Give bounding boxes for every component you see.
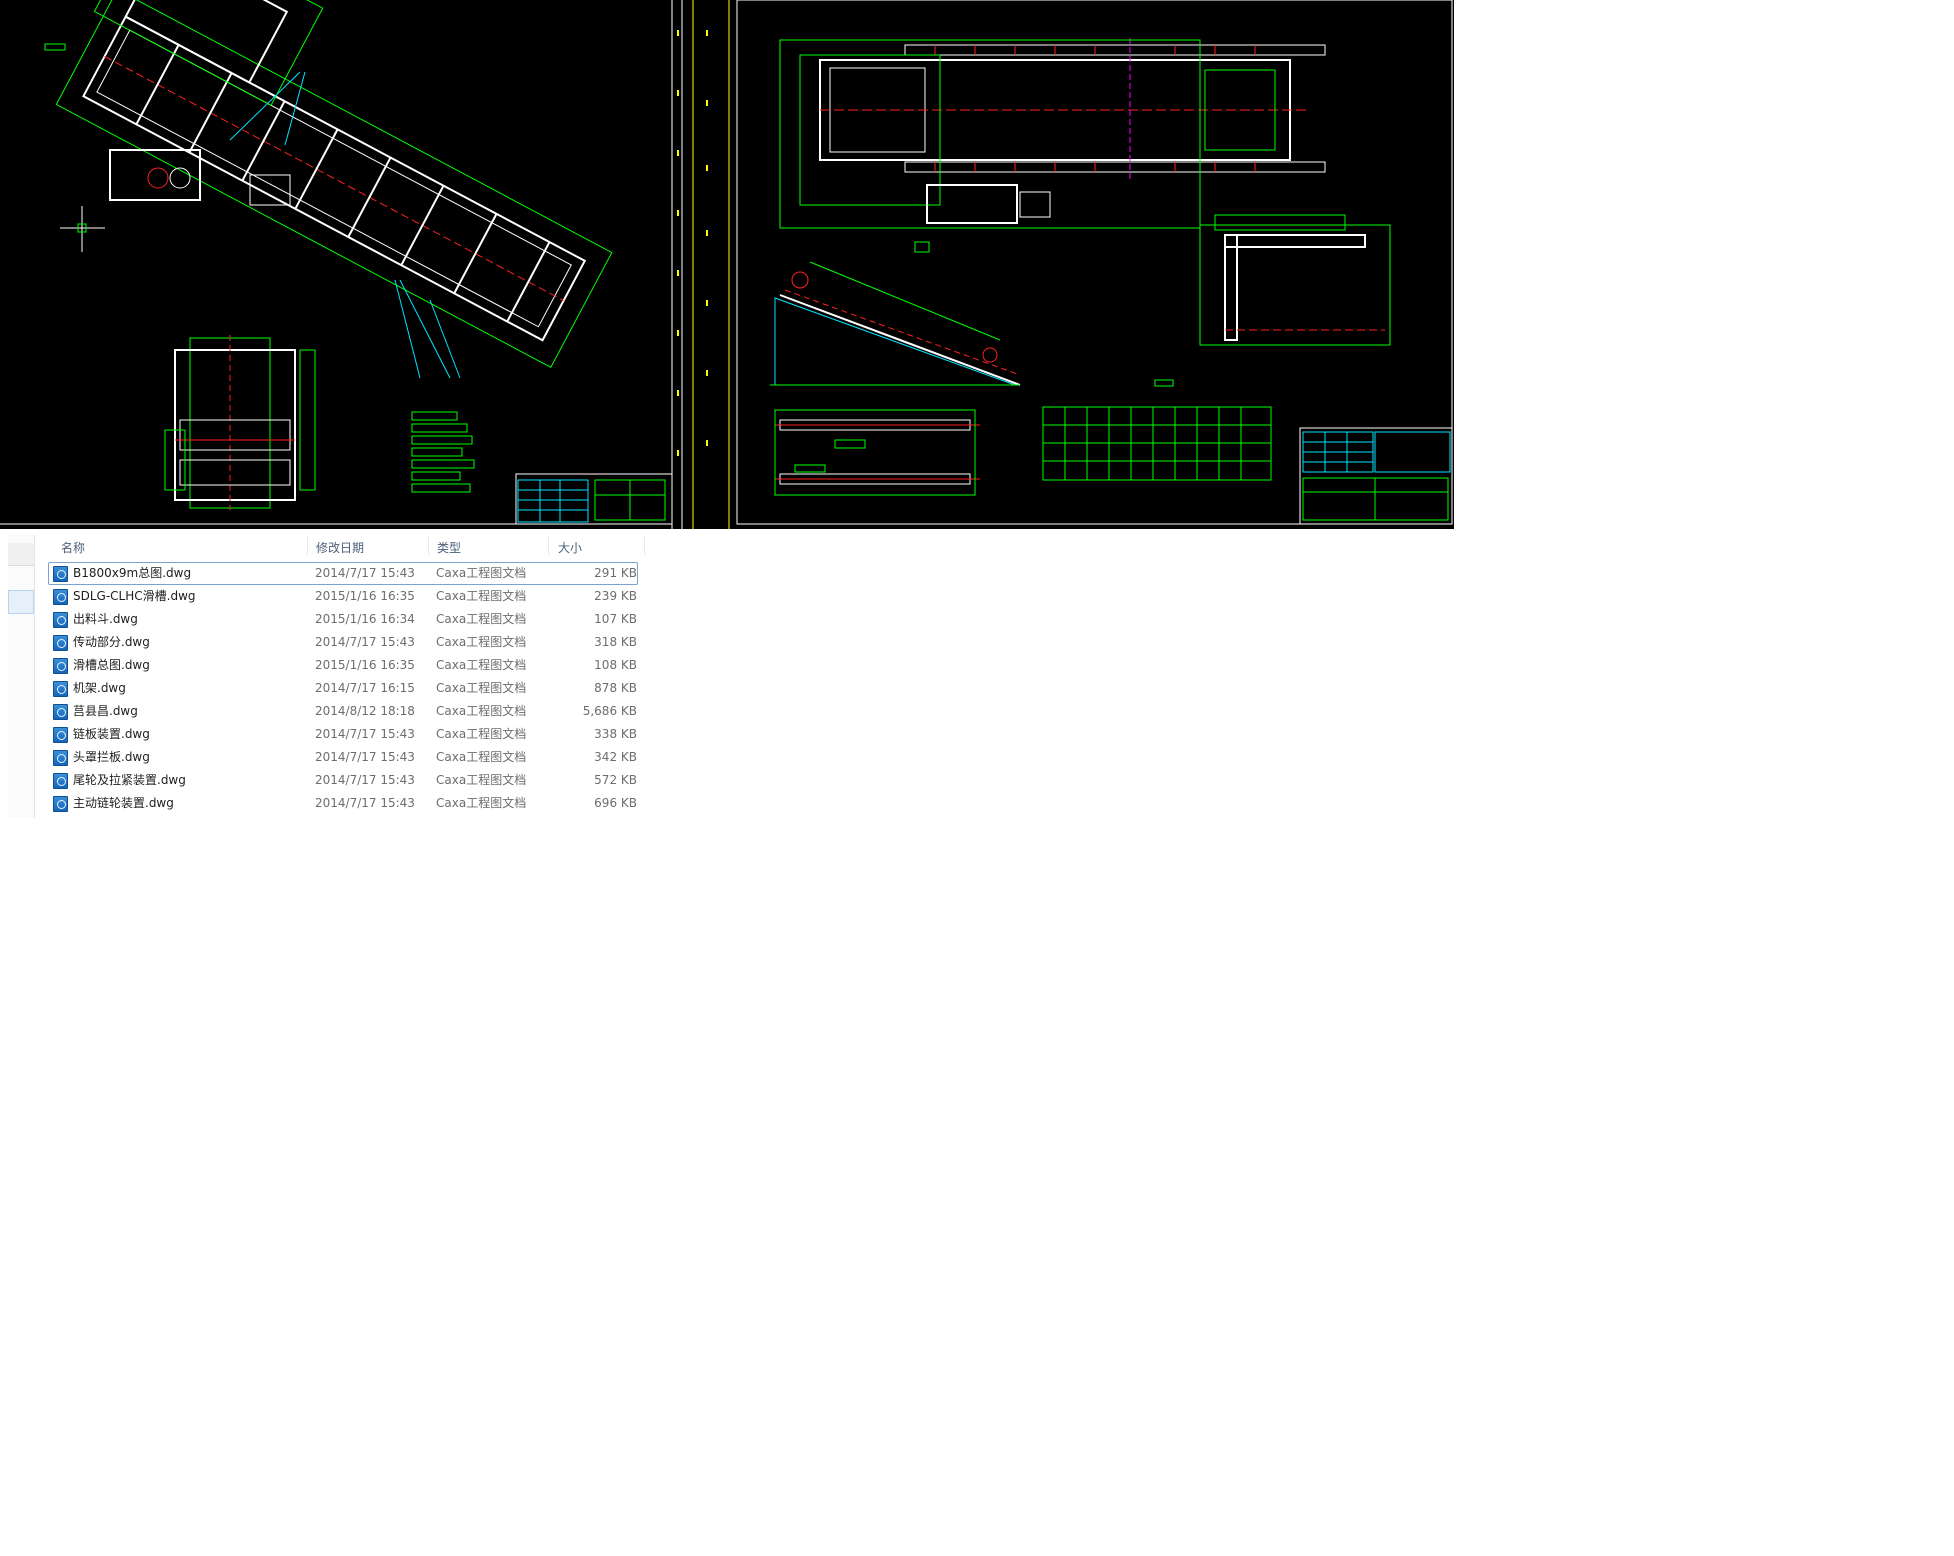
column-divider[interactable] (428, 537, 429, 555)
file-size: 107 KB (594, 612, 637, 626)
file-name: 莒县昌.dwg (73, 704, 138, 718)
file-row[interactable]: 链板装置.dwg 2014/7/17 15:43 Caxa工程图文档 338 KB (48, 723, 638, 746)
file-size: 878 KB (594, 681, 637, 695)
file-type: Caxa工程图文档 (436, 796, 527, 810)
file-name: 出料斗.dwg (73, 612, 138, 626)
file-size: 291 KB (594, 566, 637, 580)
file-modified-date: 2014/7/17 15:43 (315, 727, 415, 741)
dwg-file-icon (53, 704, 68, 720)
file-modified-date: 2015/1/16 16:35 (315, 589, 415, 603)
column-type[interactable]: 类型 (437, 541, 462, 555)
file-row[interactable]: 机架.dwg 2014/7/17 16:15 Caxa工程图文档 878 KB (48, 677, 638, 700)
dwg-file-icon (53, 635, 68, 651)
file-size: 5,686 KB (582, 704, 637, 718)
column-name[interactable]: 名称 (61, 541, 86, 555)
file-name: SDLG-CLHC滑槽.dwg (73, 589, 196, 603)
nav-pane-item-selected[interactable] (8, 590, 34, 614)
file-row[interactable]: 莒县昌.dwg 2014/8/12 18:18 Caxa工程图文档 5,686 KB (48, 700, 638, 723)
dwg-file-icon (53, 727, 68, 743)
file-modified-date: 2014/7/17 15:43 (315, 796, 415, 810)
file-name: 尾轮及拉紧装置.dwg (73, 773, 186, 787)
file-size: 342 KB (594, 750, 637, 764)
cad-drawing-right-svg (736, 0, 1453, 525)
file-modified-date: 2014/7/17 15:43 (315, 750, 415, 764)
cad-split-gap (688, 0, 735, 529)
file-name: 头罩拦板.dwg (73, 750, 150, 764)
file-row-selected[interactable]: B1800x9m总图.dwg 2014/7/17 15:43 Caxa工程图文档 29… (48, 562, 638, 585)
dwg-file-icon (53, 566, 68, 582)
column-date[interactable]: 修改日期 (316, 541, 365, 555)
file-size: 572 KB (594, 773, 637, 787)
cad-split-ruler (692, 0, 730, 529)
file-size: 338 KB (594, 727, 637, 741)
file-type: Caxa工程图文档 (436, 589, 527, 603)
file-type: Caxa工程图文档 (436, 681, 527, 695)
file-modified-date: 2014/7/17 16:15 (315, 681, 415, 695)
dwg-file-icon (53, 750, 68, 766)
file-name: 链板装置.dwg (73, 727, 150, 741)
file-modified-date: 2015/1/16 16:34 (315, 612, 415, 626)
dwg-file-icon (53, 589, 68, 605)
file-explorer: 名称 修改日期 类型 大小 B1800x9m总图.dwg 2014/7/17 15… (8, 535, 724, 818)
file-type: Caxa工程图文档 (436, 750, 527, 764)
file-type: Caxa工程图文档 (436, 566, 527, 580)
file-size: 108 KB (594, 658, 637, 672)
file-type: Caxa工程图文档 (436, 704, 527, 718)
file-size: 318 KB (594, 635, 637, 649)
file-row[interactable]: 主动链轮装置.dwg 2014/7/17 15:43 Caxa工程图文档 696 KB (48, 792, 638, 815)
file-type: Caxa工程图文档 (436, 773, 527, 787)
dwg-file-icon (53, 773, 68, 789)
file-name: 主动链轮装置.dwg (73, 796, 174, 810)
cad-drawing-left (0, 0, 688, 529)
file-name: 传动部分.dwg (73, 635, 150, 649)
dwg-file-icon (53, 796, 68, 812)
file-row[interactable]: 传动部分.dwg 2014/7/17 15:43 Caxa工程图文档 318 KB (48, 631, 638, 654)
file-row[interactable]: 出料斗.dwg 2015/1/16 16:34 Caxa工程图文档 107 KB (48, 608, 638, 631)
file-row[interactable]: 尾轮及拉紧装置.dwg 2014/7/17 15:43 Caxa工程图文档 572 K… (48, 769, 638, 792)
file-type: Caxa工程图文档 (436, 727, 527, 741)
file-modified-date: 2014/7/17 15:43 (315, 773, 415, 787)
file-name: 机架.dwg (73, 681, 126, 695)
file-modified-date: 2014/7/17 15:43 (315, 566, 415, 580)
file-type: Caxa工程图文档 (436, 658, 527, 672)
dwg-file-icon (53, 612, 68, 628)
cad-drawing-right (735, 0, 1454, 529)
file-row[interactable]: SDLG-CLHC滑槽.dwg 2015/1/16 16:35 Caxa工程图文档 2… (48, 585, 638, 608)
file-type: Caxa工程图文档 (436, 635, 527, 649)
file-type: Caxa工程图文档 (436, 612, 527, 626)
file-modified-date: 2014/8/12 18:18 (315, 704, 415, 718)
file-name: 滑槽总图.dwg (73, 658, 150, 672)
file-name: B1800x9m总图.dwg (73, 566, 192, 580)
dwg-file-icon (53, 658, 68, 674)
navigation-pane (8, 535, 35, 818)
file-modified-date: 2015/1/16 16:35 (315, 658, 415, 672)
nav-pane-item[interactable] (8, 543, 34, 566)
file-row[interactable]: 滑槽总图.dwg 2015/1/16 16:35 Caxa工程图文档 108 KB (48, 654, 638, 677)
dwg-file-icon (53, 681, 68, 697)
file-size: 239 KB (594, 589, 637, 603)
file-row[interactable]: 头罩拦板.dwg 2014/7/17 15:43 Caxa工程图文档 342 KB (48, 746, 638, 769)
column-header: 名称 修改日期 类型 大小 (44, 535, 645, 559)
column-divider[interactable] (307, 537, 308, 555)
file-modified-date: 2014/7/17 15:43 (315, 635, 415, 649)
cad-drawing-left-svg (0, 0, 683, 529)
column-divider[interactable] (548, 537, 549, 555)
column-divider[interactable] (644, 537, 645, 555)
column-size[interactable]: 大小 (558, 541, 583, 555)
file-size: 696 KB (594, 796, 637, 810)
